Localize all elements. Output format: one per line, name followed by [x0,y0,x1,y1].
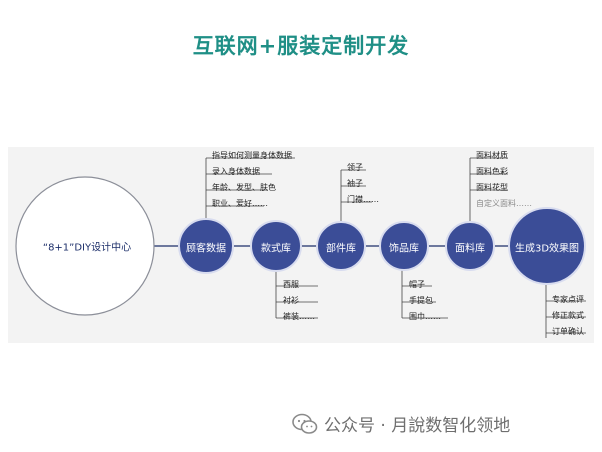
render-bracket [545,285,586,338]
style-library-item: 裤装…… [283,312,315,321]
customer-data-bracket [205,157,295,220]
watermark: 公众号 · 月說数智化领地 [292,411,510,436]
node-accessories-library [379,221,429,271]
node-label-3d-render: 生成3D效果图 [514,243,580,255]
style-library-item: 西服 [283,280,299,289]
fabric-library-bracket [469,157,508,222]
parts-library-item: 袖子 [347,179,363,188]
customer-data-item: 录入身体数据 [212,167,260,176]
hub-label: “8+1”DIY设计中心 [42,242,132,254]
node-3d-render [508,207,586,285]
node-label-accessories-library: 饰品库 [389,243,419,255]
node-label-style-library: 款式库 [261,243,291,255]
accessories-library-bracket [401,270,448,319]
node-customer-data [178,218,234,274]
render-item: 订单确认 [552,327,584,336]
fabric-library-item: 面料花型 [476,183,508,192]
fabric-library-item: 面料材质 [476,151,508,160]
fabric-library-item: 面料色彩 [476,167,508,176]
render-item: 专家点评 [552,295,584,304]
node-label-customer-data: 顾客数据 [186,243,226,255]
node-label-parts-library: 部件库 [326,243,356,255]
node-parts-library [316,221,366,271]
accessories-library-item: 帽子 [409,280,425,289]
fabric-library-item: 自定义面料…… [476,199,532,208]
customer-data-item: 职业、爱好…… [212,199,268,208]
wechat-icon [292,413,318,434]
node-label-fabric-library: 面料库 [455,243,485,255]
hub-circle [15,176,155,316]
customer-data-item: 指导如何测量身体数据 [212,151,292,160]
parts-library-item: 领子 [347,163,363,172]
watermark-text: 公众号 · 月說数智化领地 [324,416,511,436]
customer-data-item: 年龄、发型、肤色 [212,183,276,192]
parts-library-bracket [340,169,372,222]
node-style-library [250,220,302,272]
render-item: 修正款式 [552,311,584,320]
accessories-library-item: 手提包 [409,296,433,305]
page-title: 互联网+服装定制开发 [192,34,410,58]
style-library-bracket [275,270,318,319]
node-fabric-library [445,221,495,271]
style-library-item: 衬衫 [283,296,299,305]
accessories-library-item: 围巾…… [409,312,441,321]
parts-library-item: 门襟…… [347,195,379,204]
